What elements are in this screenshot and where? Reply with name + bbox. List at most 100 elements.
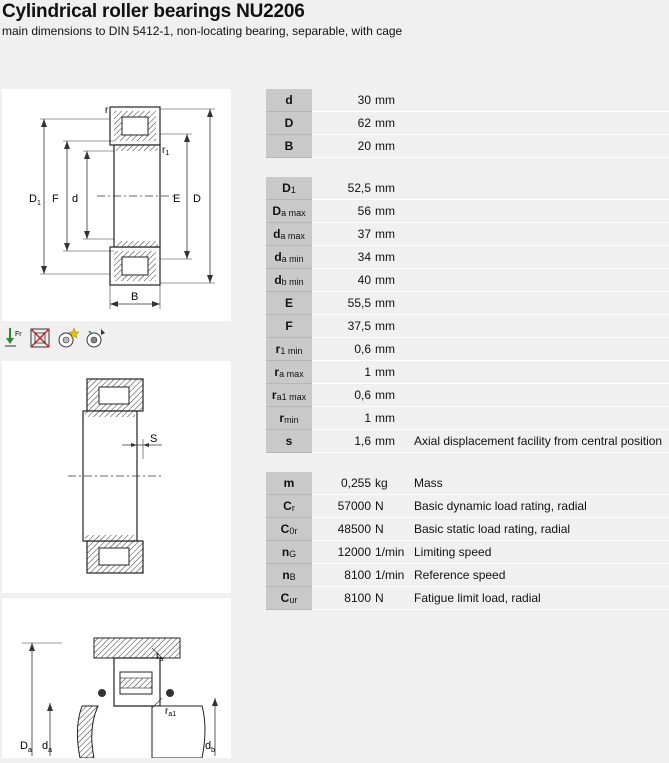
- mounting-dimensions-drawing: ra ra1 Da da db: [2, 598, 231, 759]
- label-s: S: [150, 433, 157, 445]
- symbol-text: d: [274, 273, 282, 287]
- symbol-text: n: [282, 568, 290, 582]
- crossed-box-icon: [30, 328, 50, 348]
- unit-text: N: [375, 522, 384, 536]
- unit-text: mm: [375, 434, 395, 448]
- description-text: Mass: [414, 476, 443, 490]
- symbol-subscript: min: [284, 415, 299, 425]
- unit-text: mm: [375, 116, 395, 130]
- symbol-subscript: ur: [289, 595, 298, 605]
- symbol-text: r: [275, 342, 281, 356]
- label-ra1: ra1: [165, 706, 176, 718]
- symbol-subscript: a min: [281, 254, 304, 264]
- value-cell-group: 8100 N Fatigue limit load, radial: [312, 587, 669, 610]
- unit-text: 1/min: [375, 568, 405, 582]
- symbol-subscript: 1: [290, 185, 296, 195]
- value-text: 0,255: [340, 476, 371, 490]
- description-text: Axial displacement facility from central…: [414, 434, 663, 448]
- value-text: 34: [357, 250, 371, 264]
- unit-text: N: [375, 591, 384, 605]
- description-text: Reference speed: [414, 568, 506, 582]
- symbol-text: D: [272, 204, 282, 218]
- unit-text: mm: [375, 93, 395, 107]
- label-ra: ra: [156, 651, 163, 663]
- label-r1: r1: [162, 145, 169, 157]
- table-row: d 30 mm: [266, 89, 669, 112]
- group-separator: [266, 158, 669, 177]
- label-d: d: [72, 193, 78, 205]
- label-da: da: [42, 740, 52, 754]
- description-text: Basic static load rating, radial: [414, 522, 571, 536]
- symbol-subscript: a1 max: [276, 392, 307, 402]
- bearing-star-icon: [58, 327, 80, 348]
- symbol-text: C: [283, 499, 292, 513]
- svg-text:Fr: Fr: [15, 331, 22, 338]
- load-arrow-icon: Fr: [5, 328, 22, 347]
- unit-text: mm: [375, 342, 395, 356]
- symbol-text: D: [284, 116, 294, 130]
- value-text: 0,6: [354, 388, 371, 402]
- description-text: Fatigue limit load, radial: [414, 591, 541, 605]
- value-text: 55,5: [347, 296, 371, 310]
- symbol-text: F: [285, 319, 293, 333]
- symbol-subscript: G: [289, 549, 297, 559]
- unit-text: N: [375, 499, 384, 513]
- symbol-subscript: b min: [281, 277, 304, 287]
- label-D: D: [193, 193, 201, 205]
- symbol-text: r: [274, 365, 280, 379]
- unit-text: mm: [375, 227, 395, 241]
- bearing-section-drawing: D1 F d E D B r r1: [2, 89, 231, 321]
- value-text: 30: [357, 93, 371, 107]
- value-text: 40: [357, 273, 371, 287]
- unit-text: kg: [375, 476, 388, 490]
- symbol-text: d: [285, 93, 293, 107]
- symbol-subscript: 1 min: [280, 346, 303, 356]
- symbol-cell: s: [266, 430, 312, 453]
- label-Da: Da: [20, 740, 32, 754]
- symbol-text: d: [273, 227, 281, 241]
- bearing-lubrication-icon: [86, 329, 105, 348]
- label-db: db: [205, 740, 215, 754]
- value-text: 20: [357, 139, 371, 153]
- value-text: 48500: [337, 522, 371, 536]
- symbol-text: d: [274, 250, 282, 264]
- symbol-text: C: [280, 522, 290, 536]
- symbol-text: r: [279, 411, 285, 425]
- value-text: 57000: [337, 499, 371, 513]
- symbol-subscript: B: [289, 572, 296, 582]
- table-row: m 0,255 kg Mass: [266, 472, 669, 495]
- symbol-cell: B: [266, 135, 312, 158]
- value-text: 8100: [344, 591, 371, 605]
- symbol-cell: m: [266, 472, 312, 495]
